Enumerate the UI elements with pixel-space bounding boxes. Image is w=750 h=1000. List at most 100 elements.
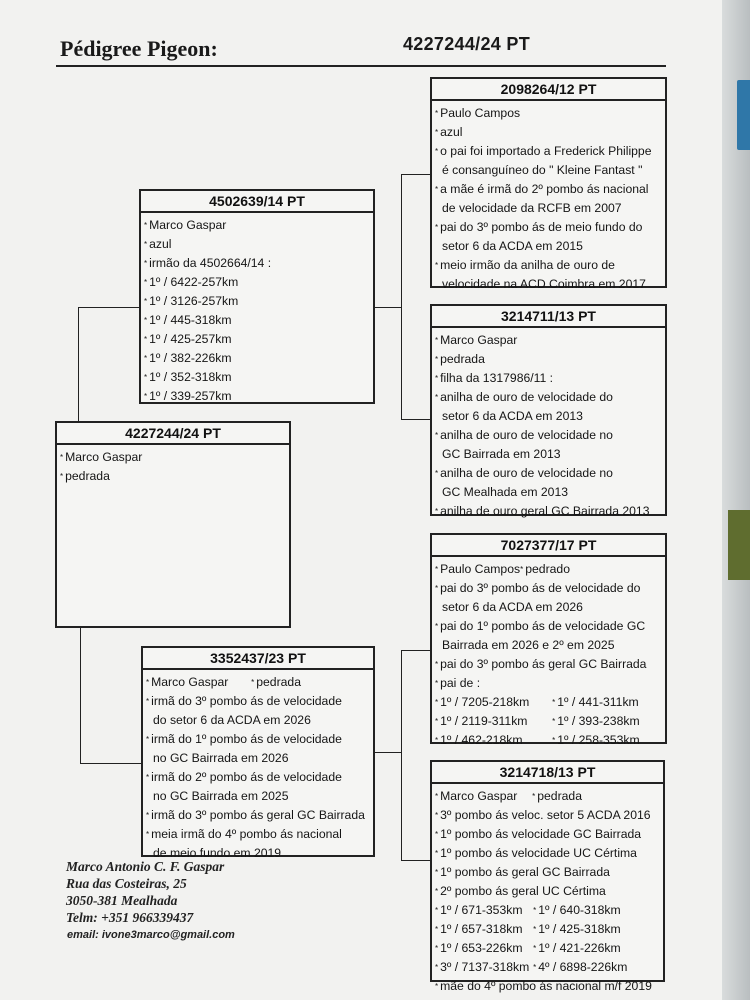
result-value: 4º / 6898-226km — [538, 960, 628, 974]
bullet-mark: * — [435, 660, 439, 669]
bullet-mark: * — [435, 507, 439, 516]
detail-line: setor 6 da ACDA em 2026 — [435, 598, 665, 617]
detail-text: irmã do 1º pombo ás de velocidade — [151, 732, 342, 746]
detail-text: 1º pombo ás velocidade GC Bairrada — [440, 827, 642, 841]
detail-line: velocidade na ACD Coimbra em 2017 — [435, 275, 665, 294]
detail-text: GC Bairrada em 2013 — [442, 447, 561, 461]
dam-dam-last-note: *mãe do 4º pombo ás nacional m/f 2019 — [435, 979, 652, 993]
sire-ring: 4502639/14 PT — [141, 191, 373, 213]
result-value: 1º / 640-318km — [538, 903, 621, 917]
bullet-mark: * — [146, 811, 150, 820]
breeder-city: 3050-381 Mealhada — [66, 893, 178, 908]
detail-text: anilha de ouro de velocidade no — [440, 428, 613, 442]
detail-line: *anilha de ouro de velocidade do — [435, 388, 665, 407]
detail-text: GC Mealhada em 2013 — [442, 485, 569, 499]
bullet-mark: * — [533, 963, 537, 972]
bullet-mark: * — [435, 925, 439, 934]
dam-dam-ring: 3214718/13 PT — [432, 762, 663, 784]
detail-line: *1º pombo ás velocidade UC Cértima — [435, 844, 663, 863]
detail-line: *Paulo Campos — [435, 104, 665, 123]
background-edge — [722, 0, 750, 1000]
dam-sire-breeder-color: *Paulo Campos*pedrado — [435, 562, 570, 576]
sire-details: *Marco Gaspar*azul*irmão da 4502664/14 :… — [141, 213, 373, 406]
bullet-mark: * — [435, 887, 439, 896]
detail-text: setor 6 da ACDA em 2026 — [442, 600, 583, 614]
connector-line — [80, 763, 142, 764]
detail-text: velocidade na ACD Coimbra em 2017 — [442, 277, 646, 291]
detail-line: no GC Bairrada em 2026 — [146, 749, 373, 768]
detail-line: *1º / 382-226km — [144, 349, 373, 368]
detail-text: pai do 3º pombo ás de meio fundo do — [440, 220, 643, 234]
detail-text: irmã do 3º pombo ás geral GC Bairrada — [151, 808, 365, 822]
bullet-mark: * — [60, 472, 64, 481]
dam-details: *Marco Gaspar*pedrada *irmã do 3º pombo … — [143, 670, 373, 863]
bullet-mark: * — [144, 240, 148, 249]
detail-text: 1º / 339-257km — [149, 389, 232, 403]
detail-line: *a mãe é irmã do 2º pombo ás nacional — [435, 180, 665, 199]
dam-sire-ring: 7027377/17 PT — [432, 535, 665, 557]
detail-line: *anilha de ouro de velocidade no — [435, 426, 665, 445]
detail-text: 1º / 3126-257km — [149, 294, 239, 308]
detail-line: *azul — [435, 123, 665, 142]
result-value: 1º / 421-226km — [538, 941, 621, 955]
detail-line: *pai do 3º pombo ás de meio fundo do — [435, 218, 665, 237]
detail-text: Bairrada em 2026 e 2º em 2025 — [442, 638, 615, 652]
bullet-mark: * — [435, 185, 439, 194]
result-value: 1º / 425-318km — [538, 922, 621, 936]
detail-line: *Marco Gaspar — [144, 216, 373, 235]
bullet-mark: * — [435, 336, 439, 345]
result-row: *3º / 7137-318km*4º / 6898-226km — [435, 958, 663, 977]
breeder-street: Rua das Costeiras, 25 — [66, 876, 187, 891]
dam-dam-breeder-color: *Marco Gaspar*pedrada — [435, 789, 582, 803]
bullet-mark: * — [435, 906, 439, 915]
bullet-mark: * — [533, 944, 537, 953]
connector-line — [401, 174, 402, 419]
detail-line: *pai do 3º pombo ás de velocidade do — [435, 579, 665, 598]
detail-line: *1º / 339-257km — [144, 387, 373, 406]
result-value: 1º / 258-353km — [557, 733, 640, 747]
dam-sire-details: *Paulo Campos*pedrado *pai do 3º pombo á… — [432, 557, 665, 750]
bullet-mark: * — [144, 354, 148, 363]
bullet-mark: * — [435, 261, 439, 270]
detail-text: anilha de ouro geral GC Bairrada 2013 — [440, 504, 650, 518]
detail-text: no GC Bairrada em 2026 — [153, 751, 289, 765]
background-object — [737, 80, 750, 150]
detail-line: do setor 6 da ACDA em 2026 — [146, 711, 373, 730]
detail-line: *pai do 1º pombo ás de velocidade GC — [435, 617, 665, 636]
title-underline — [56, 65, 666, 67]
result-value: 1º / 7205-218km — [440, 695, 530, 709]
connector-line — [78, 307, 140, 308]
detail-text: 1º pombo ás velocidade UC Cértima — [440, 846, 637, 860]
detail-line: *1º / 445-318km — [144, 311, 373, 330]
result-value: 1º / 657-318km — [440, 922, 523, 936]
dam-box: 3352437/23 PT *Marco Gaspar*pedrada *irm… — [141, 646, 375, 860]
connector-line — [401, 650, 431, 651]
bullet-mark: * — [144, 316, 148, 325]
result-row: *1º / 2119-311km*1º / 393-238km — [435, 712, 665, 731]
detail-line: *irmão da 4502664/14 : — [144, 254, 373, 273]
bullet-mark: * — [435, 109, 439, 118]
bullet-mark: * — [144, 259, 148, 268]
detail-text: 1º / 6422-257km — [149, 275, 239, 289]
dam-dam-notes: * 3º pombo ás veloc. setor 5 ACDA 2016 *1º… — [435, 806, 663, 901]
detail-text: 3º pombo ás veloc. setor 5 ACDA 2016 — [440, 808, 651, 822]
detail-text: 1º / 425-257km — [149, 332, 232, 346]
detail-line: de meio fundo em 2019 — [146, 844, 373, 863]
detail-line: *pedrada — [435, 350, 665, 369]
bullet-mark: * — [435, 393, 439, 402]
connector-line — [401, 860, 431, 861]
dam-dam-details: *Marco Gaspar*pedrada * 3º pombo ás veloc… — [432, 784, 663, 996]
detail-line: *azul — [144, 235, 373, 254]
detail-line: setor 6 da ACDA em 2015 — [435, 237, 665, 256]
bullet-mark: * — [435, 469, 439, 478]
detail-line: *anilha de ouro de velocidade no — [435, 464, 665, 483]
detail-text: meia irmã do 4º pombo ás nacional — [151, 827, 342, 841]
bullet-mark: * — [144, 373, 148, 382]
detail-text: 1º pombo ás geral GC Bairrada — [440, 865, 610, 879]
detail-line: *1º / 352-318km — [144, 368, 373, 387]
result-value: 1º / 462-218km — [440, 733, 523, 747]
bullet-mark: * — [146, 697, 150, 706]
detail-line: GC Mealhada em 2013 — [435, 483, 665, 502]
detail-text: 1º / 445-318km — [149, 313, 232, 327]
